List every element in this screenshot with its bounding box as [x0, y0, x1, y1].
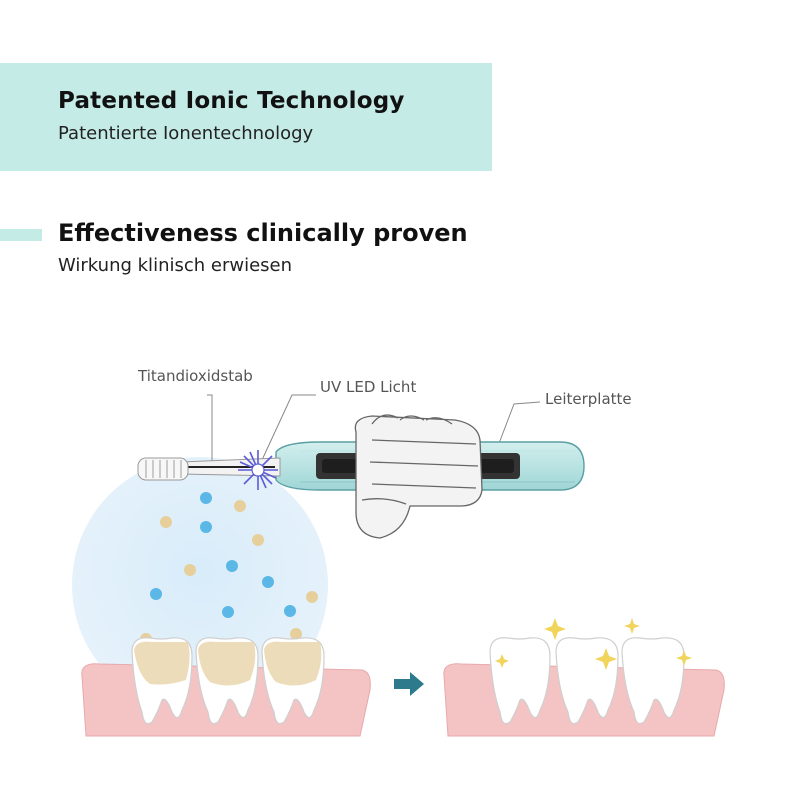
leader-line-pcb: [497, 401, 541, 447]
clean-teeth: [443, 618, 725, 737]
header-title: Patented Ionic Technology: [58, 88, 405, 114]
leader-line-uv: [261, 394, 316, 461]
ions-gold: [140, 500, 318, 645]
sparkle-icon: [495, 618, 692, 670]
header-banner: [0, 63, 492, 171]
hand: [354, 414, 483, 539]
label-uv-led: UV LED Licht: [320, 378, 417, 396]
plaque: [134, 641, 322, 686]
label-titanium-rod: Titandioxidstab: [138, 367, 253, 385]
label-circuit-board: Leiterplatte: [545, 390, 632, 408]
leader-line-titanium: [207, 394, 213, 468]
arrow-icon: [394, 672, 424, 696]
section-subtitle: Wirkung klinisch erwiesen: [58, 255, 293, 276]
section-accent-bar: [0, 229, 42, 241]
teeth-with-plaque: [81, 637, 371, 737]
section-title: Effectiveness clinically proven: [58, 219, 468, 247]
brush-head: [137, 457, 189, 481]
header-subtitle: Patentierte Ionentechnology: [58, 123, 314, 144]
